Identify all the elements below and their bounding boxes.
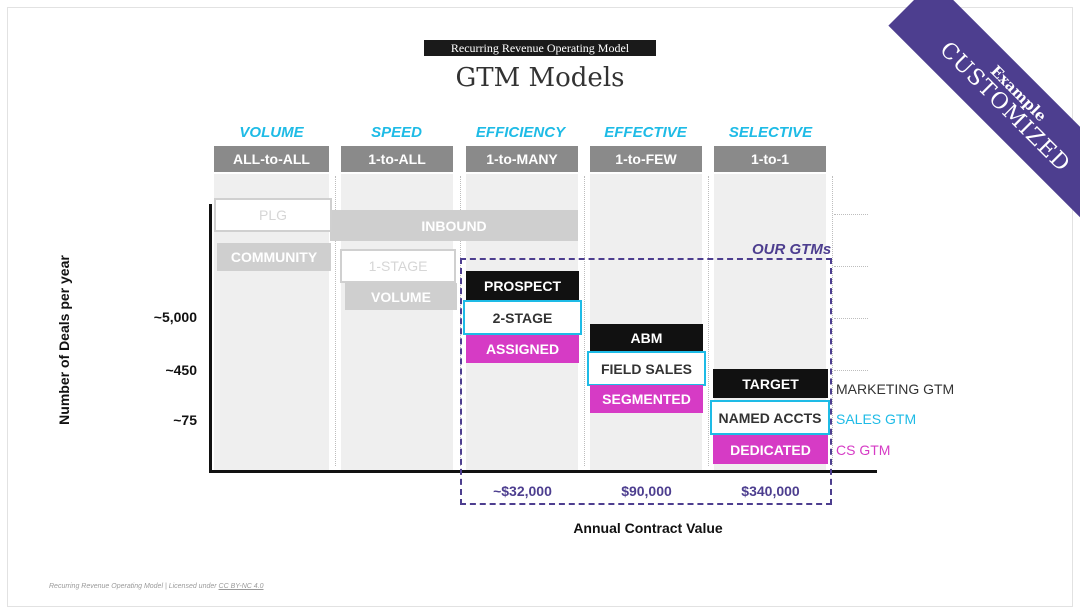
column-header-all-to-all: ALL-to-ALL xyxy=(214,146,329,172)
abm-box: ABM xyxy=(590,324,703,352)
license-link[interactable]: CC BY-NC 4.0 xyxy=(218,583,264,590)
divider xyxy=(832,176,833,466)
page-title: GTM Models xyxy=(455,63,625,93)
divider xyxy=(834,318,868,319)
divider xyxy=(834,266,868,267)
assigned-box: ASSIGNED xyxy=(466,335,579,363)
column-header-1-to-few: 1-to-FEW xyxy=(590,146,702,172)
y-tick: ~75 xyxy=(173,412,197,428)
legend-cs-gtm: CS GTM xyxy=(836,442,891,458)
dedicated-box: DEDICATED xyxy=(713,435,828,464)
plg-box: PLG xyxy=(214,198,332,232)
divider xyxy=(584,176,585,466)
legend-marketing-gtm: MARKETING GTM xyxy=(836,381,955,397)
legend-sales-gtm: SALES GTM xyxy=(836,411,917,427)
category-effective: EFFECTIVE xyxy=(604,123,687,141)
x-tick: $340,000 xyxy=(741,483,800,499)
column-header-1-to-many: 1-to-MANY xyxy=(466,146,578,172)
y-tick: ~450 xyxy=(165,362,197,378)
named-accts-box: NAMED ACCTS xyxy=(710,400,830,435)
y-tick: ~5,000 xyxy=(153,309,197,325)
target-box: TARGET xyxy=(713,369,828,398)
divider xyxy=(834,214,868,215)
column-header-1-to-all: 1-to-ALL xyxy=(341,146,453,172)
category-volume: VOLUME xyxy=(239,123,304,141)
divider xyxy=(708,176,709,466)
field-sales-box: FIELD SALES xyxy=(587,351,706,386)
y-axis-label: Number of Deals per year xyxy=(56,255,72,425)
divider xyxy=(335,176,336,466)
our-gtms-frame xyxy=(460,258,832,505)
x-tick: $90,000 xyxy=(621,483,672,499)
segmented-box: SEGMENTED xyxy=(590,385,703,413)
column-bg xyxy=(590,174,702,470)
community-box: COMMUNITY xyxy=(217,243,331,271)
column-header-1-to-1: 1-to-1 xyxy=(714,146,826,172)
category-selective: SELECTIVE xyxy=(728,123,813,141)
footer-text: Recurring Revenue Operating Model | Lice… xyxy=(49,583,219,590)
prospect-box: PROSPECT xyxy=(466,271,579,300)
two-stage-box: 2-STAGE xyxy=(463,300,582,335)
our-gtms-label: OUR GTMs xyxy=(752,241,832,258)
category-efficiency: EFFICIENCY xyxy=(475,123,566,141)
volume-box: VOLUME xyxy=(345,283,457,310)
inbound-box: INBOUND xyxy=(330,210,578,241)
x-tick: ~$32,000 xyxy=(493,483,552,499)
y-axis-line xyxy=(209,204,212,472)
x-axis-line xyxy=(209,470,877,473)
category-speed: SPEED xyxy=(371,123,422,141)
x-axis-label: Annual Contract Value xyxy=(573,520,723,536)
kicker-label: Recurring Revenue Operating Model xyxy=(424,40,656,56)
divider xyxy=(834,370,868,371)
footer-license: Recurring Revenue Operating Model | Lice… xyxy=(49,583,449,595)
one-stage-box: 1-STAGE xyxy=(340,249,456,283)
